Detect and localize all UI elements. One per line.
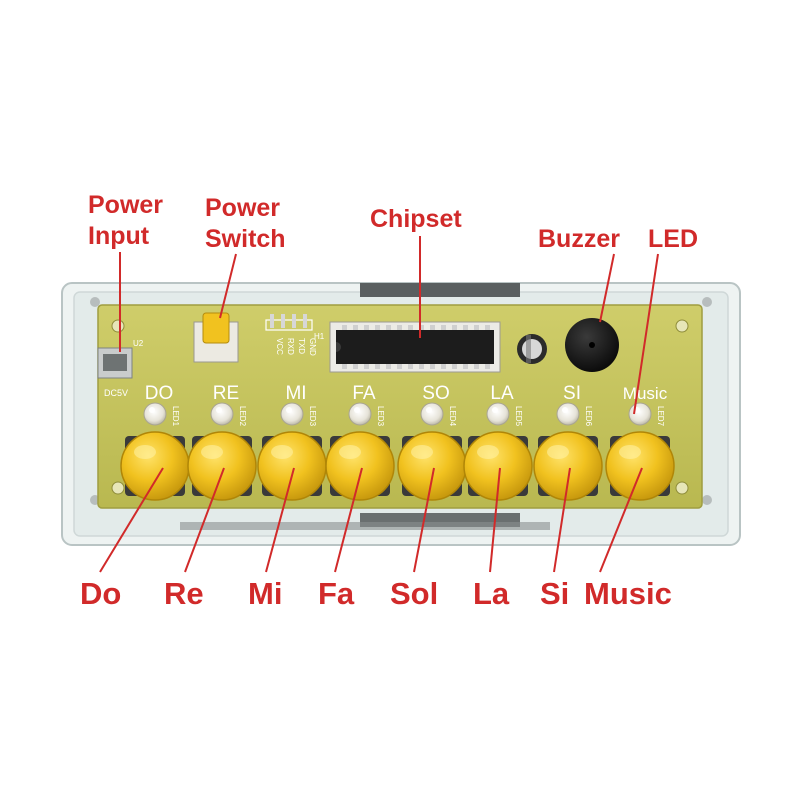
callout-power-switch-line2: Switch bbox=[205, 225, 286, 253]
led-ref-do: LED1 bbox=[171, 406, 180, 427]
jack-ref-label: U2 bbox=[133, 339, 144, 348]
led-la bbox=[486, 402, 510, 426]
led-si bbox=[556, 402, 580, 426]
button-si[interactable] bbox=[533, 431, 603, 501]
power-input-jack: U2 DC5V bbox=[97, 339, 144, 398]
led-ref-si: LED6 bbox=[584, 406, 593, 427]
pin-gnd-label: GND bbox=[308, 338, 317, 356]
callout-power-switch: Power Switch bbox=[205, 193, 286, 255]
led-fa bbox=[348, 402, 372, 426]
callout-power-input: Power Input bbox=[88, 190, 163, 252]
callout-chipset: Chipset bbox=[370, 205, 462, 233]
serial-header: H1 GND TXD RXD VCC bbox=[265, 314, 325, 356]
led-ref-sol: LED4 bbox=[448, 406, 457, 427]
led-ref-music: LED7 bbox=[656, 406, 665, 427]
led-ref-la: LED5 bbox=[514, 406, 523, 427]
silk-label-fa: FA bbox=[352, 383, 376, 404]
buzzer bbox=[565, 318, 619, 372]
led-re bbox=[210, 402, 234, 426]
capacitor bbox=[517, 334, 547, 364]
led-music bbox=[628, 402, 652, 426]
button-music[interactable] bbox=[605, 431, 675, 501]
label-si: Si bbox=[540, 576, 570, 611]
label-do: Do bbox=[80, 576, 122, 611]
pointer-button-music bbox=[599, 467, 643, 573]
label-mi: Mi bbox=[248, 576, 283, 611]
button-la[interactable] bbox=[463, 431, 533, 501]
silk-label-re: RE bbox=[213, 383, 239, 404]
pointer-lines bbox=[99, 236, 659, 573]
header-ref-label: H1 bbox=[314, 332, 325, 341]
led-mi bbox=[280, 402, 304, 426]
pin-txd-label: TXD bbox=[297, 338, 306, 354]
callout-power-input-line2: Input bbox=[88, 222, 150, 250]
power-switch[interactable] bbox=[193, 312, 239, 363]
pointer-button-la bbox=[489, 467, 501, 573]
callout-buzzer: Buzzer bbox=[538, 225, 620, 253]
pointer-buzzer bbox=[599, 253, 615, 323]
pointer-led bbox=[633, 253, 659, 415]
pointer-button-do bbox=[99, 467, 164, 573]
silk-label-la: LA bbox=[490, 383, 514, 404]
button-do[interactable] bbox=[120, 431, 190, 501]
button-mi[interactable] bbox=[257, 431, 327, 501]
pointer-button-re bbox=[184, 467, 225, 573]
pointer-power-switch bbox=[219, 253, 237, 319]
label-sol: Sol bbox=[390, 576, 439, 611]
pointer-button-si bbox=[553, 467, 571, 573]
silk-label-mi: MI bbox=[285, 383, 306, 404]
led-ref-mi: LED3 bbox=[308, 406, 317, 427]
silk-label-music: Music bbox=[623, 384, 668, 403]
silk-label-do: DO bbox=[145, 383, 174, 404]
callout-power-switch-line1: Power bbox=[205, 194, 281, 222]
pointer-button-fa bbox=[334, 467, 363, 573]
silk-label-sol: SO bbox=[422, 383, 449, 404]
led-sol bbox=[420, 402, 444, 426]
led-ref-fa: LED3 bbox=[376, 406, 385, 427]
callout-power-input-line1: Power bbox=[88, 191, 164, 219]
pointer-button-sol bbox=[413, 467, 435, 573]
led-ref-re: LED2 bbox=[238, 406, 247, 427]
label-re: Re bbox=[164, 576, 204, 611]
silk-label-si: SI bbox=[563, 383, 581, 404]
led-do bbox=[143, 402, 167, 426]
label-la: La bbox=[473, 576, 510, 611]
chipset-ic bbox=[329, 321, 501, 373]
pin-vcc-label: VCC bbox=[275, 338, 284, 355]
pin-rxd-label: RXD bbox=[286, 338, 295, 355]
callout-led: LED bbox=[648, 225, 698, 253]
label-music: Music bbox=[584, 576, 672, 611]
dc5v-label: DC5V bbox=[104, 388, 128, 398]
button-sol[interactable] bbox=[397, 431, 467, 501]
pointer-button-mi bbox=[265, 467, 295, 573]
button-fa[interactable] bbox=[325, 431, 395, 501]
label-fa: Fa bbox=[318, 576, 355, 611]
button-re[interactable] bbox=[187, 431, 257, 501]
